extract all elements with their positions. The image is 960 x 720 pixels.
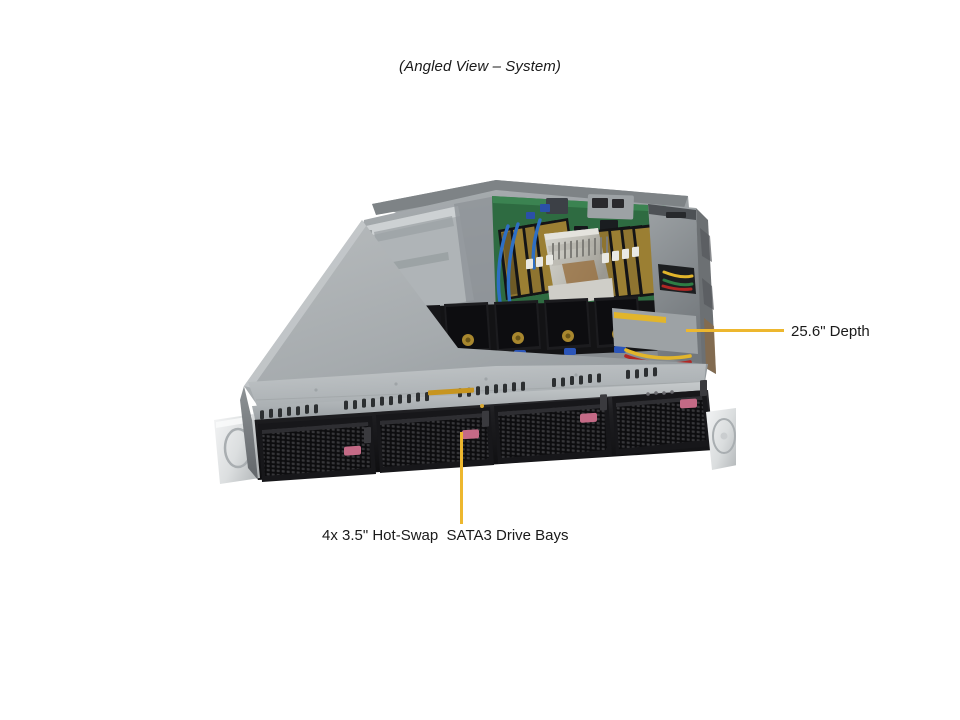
drive-latch-1: [344, 445, 361, 456]
drive-latch-3: [580, 412, 597, 423]
drive-bay-callout-label: 4x 3.5" Hot-Swap SATA3 Drive Bays: [322, 527, 569, 544]
drive-bay-leader-line: [460, 432, 463, 524]
cooling-fan-4: [544, 298, 591, 350]
cooling-fan-2: [444, 302, 491, 354]
drive-latch-4: [680, 398, 697, 409]
drive-bay-4[interactable]: [612, 379, 712, 455]
internal-cables-blue: [496, 218, 542, 306]
server-product-image: [196, 168, 736, 488]
server-chassis-illustration: [214, 180, 736, 484]
chassis-left-edge: [240, 386, 258, 480]
front-panel-led-strip: [428, 387, 474, 396]
rack-ear-right: [706, 408, 736, 470]
drive-latch-2: [462, 429, 479, 440]
front-control-panel[interactable]: [646, 390, 674, 396]
depth-callout-label: 25.6" Depth: [791, 323, 870, 340]
rear-io-panel: [540, 194, 634, 220]
cooling-fan-3: [494, 300, 541, 352]
chassis-right-side-wall: [696, 208, 716, 374]
depth-leader-line: [686, 329, 784, 332]
front-drive-bay-row: [252, 379, 714, 482]
figure-caption: (Angled View – System): [399, 58, 561, 75]
drive-bay-3[interactable]: [494, 394, 612, 464]
drive-bay-1[interactable]: [258, 416, 376, 482]
board-connectors: [526, 246, 639, 270]
cpu-heatsink: [544, 228, 614, 306]
